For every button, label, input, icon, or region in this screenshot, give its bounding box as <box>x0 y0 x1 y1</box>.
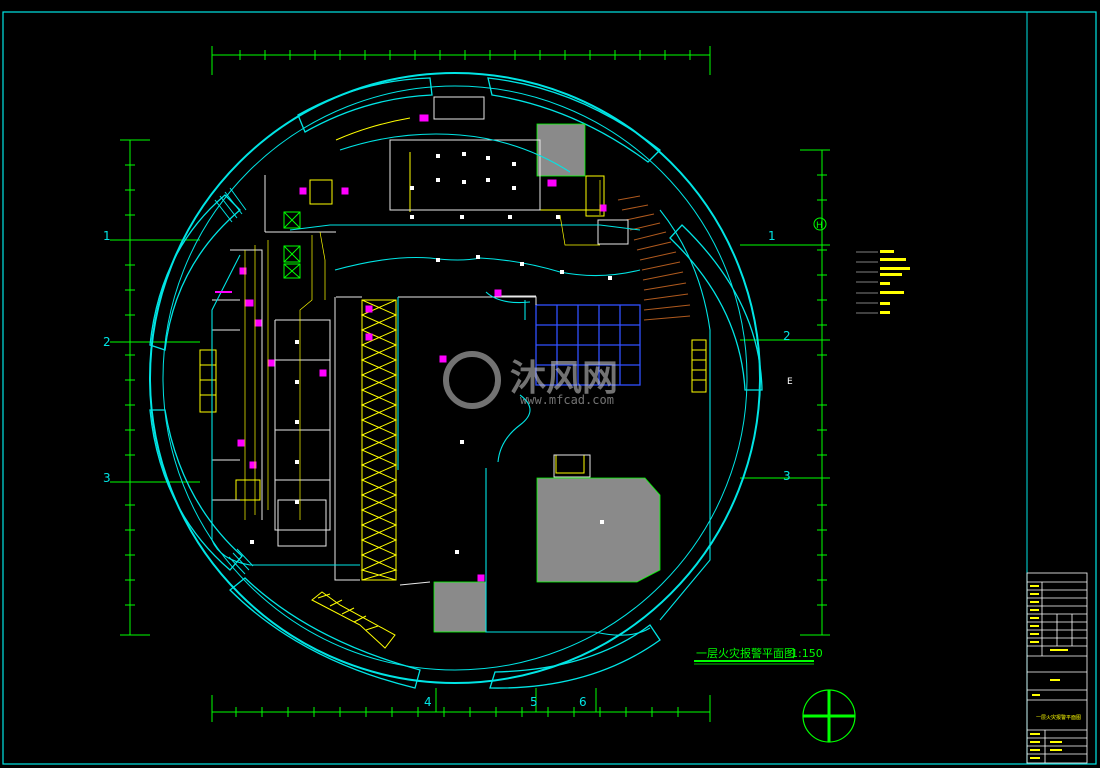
watermark-brand: 沐风网 <box>510 358 618 399</box>
outer-circle-walls <box>149 72 761 684</box>
legend-text-stubs <box>880 250 910 314</box>
drawing-frame <box>2 11 1097 765</box>
blue-grid <box>535 304 641 386</box>
magenta-symbols <box>215 114 607 582</box>
left-dimension-line <box>110 139 200 636</box>
title-block-drawing-name: 一层火灾报警平面图 <box>1036 714 1081 721</box>
gray-rooms <box>433 123 661 633</box>
hatched-ramp <box>617 195 691 321</box>
detectors <box>250 152 612 554</box>
white-walls <box>212 96 629 586</box>
bottom-dimension-line <box>211 688 711 722</box>
top-dimension-line <box>211 46 711 75</box>
axis-label-left-3: 3 <box>103 471 111 485</box>
axis-label-right-3: 3 <box>783 469 791 483</box>
axis-marker-h-circle <box>813 217 827 231</box>
drawing-title: 一层火灾报警平面图 <box>696 646 795 660</box>
watermark-logo-icon <box>443 351 501 409</box>
drawing-scale: 1:150 <box>791 647 823 660</box>
cyan-interior <box>211 133 711 636</box>
axis-marker-e: E <box>787 377 793 387</box>
curve-stairs <box>214 187 254 575</box>
axis-label-bottom-5: 5 <box>530 695 538 709</box>
wiring <box>244 180 601 520</box>
legend-lines <box>856 251 878 314</box>
green-equipment <box>283 211 301 279</box>
yellow-elements <box>199 117 707 649</box>
axis-marker-h: H <box>816 221 823 231</box>
axis-label-right-2: 2 <box>783 329 791 343</box>
axis-label-left-2: 2 <box>103 335 111 349</box>
north-arrow <box>802 689 856 743</box>
axis-label-right-1: 1 <box>768 229 776 243</box>
watermark-url: www.mfcad.com <box>520 393 614 407</box>
axis-label-left-1: 1 <box>103 229 111 243</box>
watermark: 沐风网 www.mfcad.com <box>443 351 618 409</box>
axis-label-bottom-6: 6 <box>579 695 587 709</box>
title-block <box>1026 572 1088 764</box>
curved-bands <box>149 77 763 689</box>
title-block-cell-text <box>1030 585 1068 759</box>
axis-label-bottom-4: 4 <box>424 695 432 709</box>
